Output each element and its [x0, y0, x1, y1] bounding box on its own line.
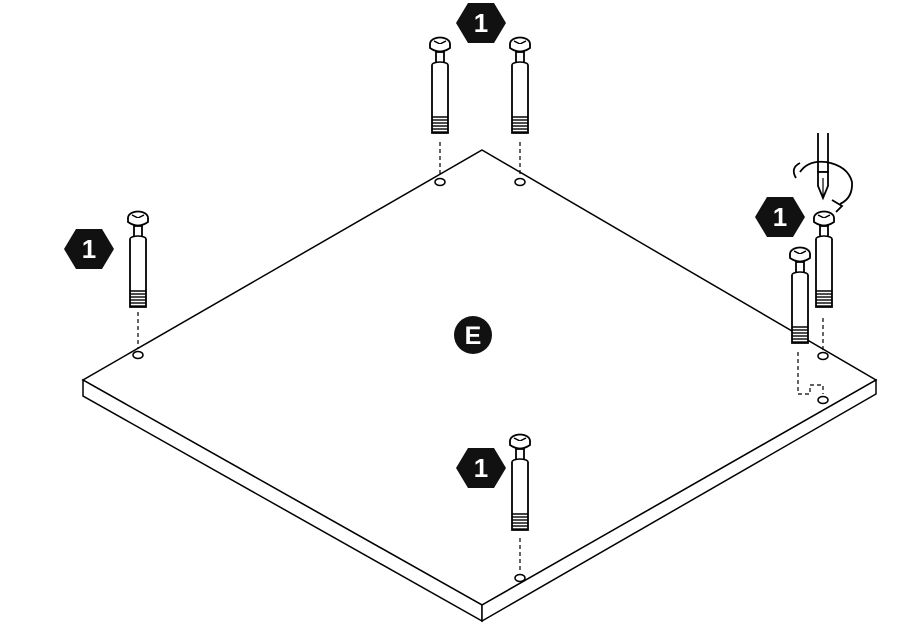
- panel-side-edge: [481, 378, 877, 623]
- panel-label-badge: E: [454, 316, 492, 354]
- cam-bolt-right-front: [789, 246, 811, 344]
- cam-bolt-top-right: [509, 36, 531, 134]
- part-callout-top: 1: [456, 3, 506, 43]
- part-callout-left-label: 1: [82, 234, 96, 264]
- hole-right-outer: [817, 395, 829, 405]
- part-callout-bottom-label: 1: [474, 453, 488, 483]
- cam-bolt-left: [127, 210, 149, 308]
- cam-bolt-right-back: [813, 210, 835, 308]
- cam-bolt-top-left: [429, 36, 451, 134]
- hole-right-inner: [817, 351, 829, 361]
- panel-label: E: [465, 322, 482, 350]
- rotate-arrow-icon: [792, 160, 853, 213]
- hole-top-right: [514, 177, 526, 187]
- part-callout-top-label: 1: [474, 8, 488, 38]
- hole-left: [132, 350, 144, 360]
- part-callout-left: 1: [64, 229, 114, 269]
- hole-top-left: [434, 177, 446, 187]
- part-callout-right: 1: [755, 197, 805, 237]
- part-callout-bottom: 1: [456, 448, 506, 488]
- part-callout-right-label: 1: [773, 202, 787, 232]
- hole-bottom: [514, 573, 526, 583]
- panel-holes: [132, 177, 829, 583]
- panel-e: [81, 149, 878, 623]
- screwdriver-icon: [817, 133, 829, 201]
- guide-lines: [137, 142, 824, 572]
